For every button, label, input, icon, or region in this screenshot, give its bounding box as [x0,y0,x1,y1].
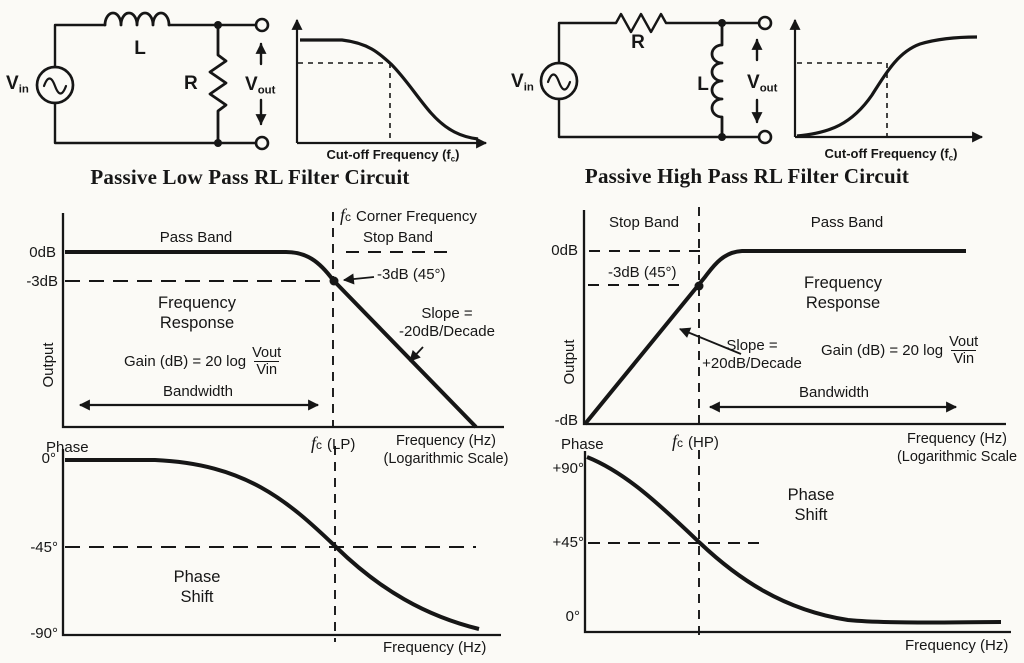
lp-output-axis-label: Output [39,342,57,388]
hp-passband-label: Pass Band [810,214,884,231]
lp-passband-label: Pass Band [159,229,233,246]
hp-phase-90-tick: +90° [552,460,584,477]
lp-vout-label: Vout [245,74,276,97]
hp-junction-top [718,19,726,27]
hp-phase-curve [586,455,1002,625]
hp-wire-top [557,12,760,65]
hp-phase-graph [583,450,1011,640]
lp-mini-curve [300,38,479,141]
lp-vin-label: Vin [6,73,29,96]
hp-vout-label: Vout [747,72,778,95]
hp-stopband-label: Stop Band [608,214,680,231]
lp-wire-top [53,23,107,69]
lp-3db-tick: -3dB [26,273,58,290]
lp-resp-cutoff-dot [329,276,339,286]
lp-title: Passive Low Pass RL Filter Circuit [90,165,410,189]
hp-phase-axis-label: Phase [561,436,604,453]
hp-circuit-schematic [539,12,773,145]
hp-phase-axes [583,451,1011,634]
lp-phase-xaxis-label: Frequency (Hz) [383,639,487,656]
hp-sine-icon [546,73,572,91]
lp-phase-axis-label: Phase [46,439,89,456]
lp-sine-icon [42,77,68,95]
lp-fc-label: fc(LP) [311,433,356,453]
lp-mini-xlabel: Cut-off Frequency (fc) [326,147,460,164]
hp-resp-slope-arrow [678,327,742,355]
hp-vin-label: Vin [511,71,534,94]
lp-resistor-label: R [184,73,198,94]
hp-0db-tick: 0dB [551,242,578,259]
lp-bandwidth-label: Bandwidth [162,383,234,400]
hp-resp-curve [583,249,966,426]
hp-resp-cutoff-dot [694,281,704,291]
hp-wire-bottom [557,97,760,139]
hp-slope-label: Slope =+20dB/Decade [702,337,802,373]
hp-mini-graph [789,18,984,143]
lp-junction-bottom [214,139,222,147]
lp-inductor-icon [103,11,171,27]
hp-terminal-top [757,15,773,31]
hp-output-axis-label: Output [560,339,578,385]
hp-bandwidth-label: Bandwidth [798,384,870,401]
hp-phase-45-tick: +45° [552,534,584,551]
hp-phase-0-tick: 0° [565,608,580,625]
hp-inductor-icon [710,21,724,139]
lp-mini-graph [291,18,488,149]
lp-phase-axes [61,449,501,637]
lp-phase-90-tick: -90° [30,625,58,642]
lp-phase-45-tick: -45° [30,539,58,556]
lp-phase-curve [65,458,480,631]
hp-junction-bottom [718,133,726,141]
hp-cutoff-point-label: -3dB (45°) [608,264,677,281]
lp-terminal-top [254,17,270,33]
lp-wire-bottom [53,101,257,145]
lp-resp-axes [61,213,504,429]
hp-mini-curve [796,35,978,138]
lp-phase-graph [61,446,501,642]
lp-junction-top [214,21,222,29]
lp-resp-slope-arrow [409,346,424,362]
lp-terminal-bottom [254,135,270,151]
lp-circuit-schematic [35,11,270,151]
lp-stopband-label: Stop Band [362,229,434,246]
hp-log-scale-label: Frequency (Hz)(Logarithmic Scale [896,431,1018,465]
lp-resistor-icon [208,23,228,145]
lp-inductor-label: L [134,38,146,59]
lp-cutoff-point-label: -3dB (45°) [377,266,446,283]
hp-mini-xlabel: Cut-off Frequency (fc) [824,146,958,163]
hp-terminal-bottom [757,129,773,145]
lp-phase-0-tick: 0° [41,450,56,467]
hp-resistor-label: R [631,32,645,53]
lp-slope-label: Slope =-20dB/Decade [399,305,495,341]
hp-db-bottom-tick: -dB [554,412,578,429]
hp-phase-xaxis-label: Frequency (Hz) [905,637,1009,654]
lp-log-scale-label: Frequency (Hz)(Logarithmic Scale) [383,433,509,467]
lp-response-graph [61,212,504,429]
lp-0db-tick: 0dB [29,244,56,261]
hp-response-graph [582,207,1006,426]
hp-fc-label: fc(HP) [672,431,719,451]
hp-title: Passive High Pass RL Filter Circuit [584,164,910,188]
hp-inductor-label: L [697,74,709,95]
hp-resp-axes [582,210,1006,426]
lp-resp-point-arrow [342,273,375,285]
